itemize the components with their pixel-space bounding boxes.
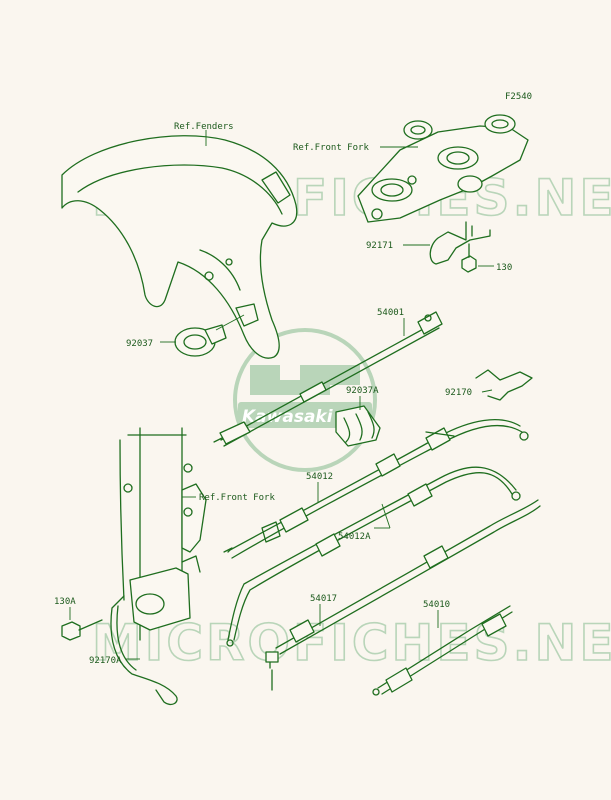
label-54017: 54017	[310, 594, 337, 604]
label-130A: 130A	[54, 597, 76, 607]
grommet-92037A-drawing	[335, 405, 381, 447]
label-ref-front-fork-top: Ref.Front Fork	[293, 143, 369, 153]
throttle-cable-54012A-drawing	[226, 466, 521, 647]
bolt-130A-drawing	[61, 619, 103, 641]
front-fork-drawing	[119, 427, 207, 641]
label-54010: 54010	[423, 600, 450, 610]
svg-text:Kawasaki: Kawasaki	[242, 407, 334, 427]
fork-bracket-drawing	[357, 114, 529, 223]
choke-cable-54017-drawing	[265, 499, 541, 691]
speedometer-cable-54001-drawing	[213, 311, 443, 447]
label-54012: 54012	[306, 472, 333, 482]
label-130: 130	[496, 263, 512, 273]
label-92170A: 92170A	[89, 656, 122, 666]
clamp-92170A-drawing	[110, 595, 178, 706]
clamp-92171-drawing	[429, 221, 491, 265]
label-92037A: 92037A	[346, 386, 379, 396]
label-ref-fenders: Ref.Fenders	[174, 122, 234, 132]
svg-text:MICROFICHES.NET: MICROFICHES.NET	[92, 614, 611, 672]
grommet-92037-drawing	[174, 324, 227, 357]
label-ref-front-fork-left: Ref.Front Fork	[199, 493, 275, 503]
label-54012A: 54012A	[338, 532, 371, 542]
figure-code: F2540	[505, 92, 532, 102]
front-fender-drawing	[61, 135, 298, 359]
cable-54010-drawing	[372, 605, 513, 696]
watermark-bottom: MICROFICHES.NET	[91, 613, 611, 673]
label-92171: 92171	[366, 241, 393, 251]
label-92170: 92170	[445, 388, 472, 398]
label-54001: 54001	[377, 308, 404, 318]
throttle-cable-54012-drawing	[223, 419, 529, 559]
leader-lines	[69, 130, 494, 660]
clamp-92170-drawing	[475, 369, 533, 401]
label-92037: 92037	[126, 339, 153, 349]
